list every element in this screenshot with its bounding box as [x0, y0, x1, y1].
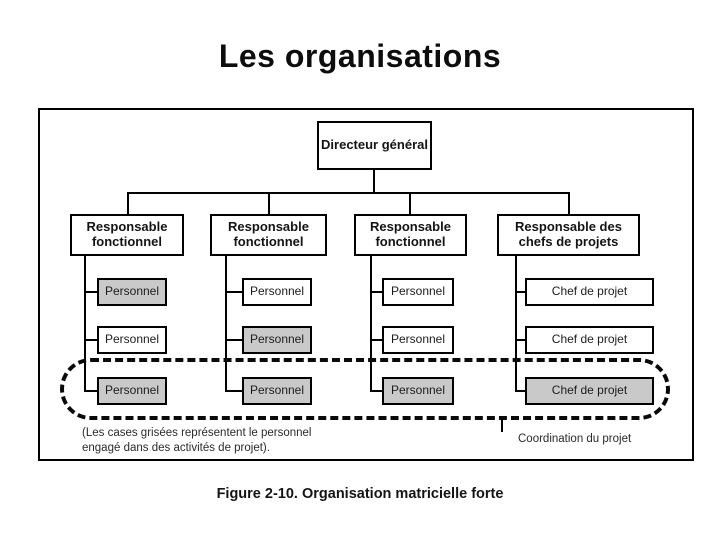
org-box-responsable-fonctionnel-2: Responsable fonctionnel — [210, 214, 327, 256]
note-line-1: (Les cases grisées représentent le perso… — [82, 427, 312, 439]
figure-caption: Figure 2-10. Organisation matricielle fo… — [216, 486, 504, 502]
org-box-personnel: Personnel — [242, 278, 312, 306]
connector-line — [370, 256, 372, 392]
connector-line — [225, 390, 242, 392]
callout-tick-line — [501, 420, 503, 432]
org-box-personnel: Personnel — [97, 377, 167, 405]
connector-line — [225, 291, 242, 293]
org-box-personnel: Personnel — [382, 377, 454, 405]
connector-line — [84, 291, 97, 293]
shaded-boxes-note: (Les cases grisées représentent le perso… — [82, 426, 382, 456]
note-line-2: engagé dans des activités de projet). — [82, 442, 270, 454]
connector-line — [127, 192, 129, 214]
org-box-personnel: Personnel — [97, 278, 167, 306]
org-box-directeur-general: Directeur général — [317, 121, 432, 170]
connector-line — [268, 192, 270, 214]
connector-line — [515, 256, 517, 392]
connector-line — [127, 192, 570, 194]
connector-line — [225, 256, 227, 392]
connector-line — [225, 339, 242, 341]
org-box-chef-de-projet: Chef de projet — [525, 377, 654, 405]
project-team-dashed-outline — [60, 358, 670, 420]
org-box-personnel: Personnel — [242, 326, 312, 354]
connector-line — [515, 339, 525, 341]
figure-frame: Directeur général Responsable fonctionne… — [38, 108, 694, 461]
connector-line — [370, 291, 382, 293]
org-box-personnel: Personnel — [242, 377, 312, 405]
connector-line — [370, 339, 382, 341]
org-box-chef-de-projet: Chef de projet — [525, 278, 654, 306]
org-box-responsable-fonctionnel-1: Responsable fonctionnel — [70, 214, 184, 256]
org-box-personnel: Personnel — [97, 326, 167, 354]
org-box-personnel: Personnel — [382, 278, 454, 306]
org-box-responsable-fonctionnel-3: Responsable fonctionnel — [354, 214, 467, 256]
org-box-responsable-chefs-projets: Responsable des chefs de projets — [497, 214, 640, 256]
connector-line — [373, 170, 375, 192]
connector-line — [84, 339, 97, 341]
org-box-personnel: Personnel — [382, 326, 454, 354]
connector-line — [370, 390, 382, 392]
slide-title: Les organisations — [218, 38, 502, 74]
connector-line — [84, 256, 86, 392]
connector-line — [515, 390, 525, 392]
connector-line — [409, 192, 411, 214]
connector-line — [568, 192, 570, 214]
connector-line — [515, 291, 525, 293]
coordination-label: Coordination du projet — [518, 433, 632, 445]
org-box-chef-de-projet: Chef de projet — [525, 326, 654, 354]
